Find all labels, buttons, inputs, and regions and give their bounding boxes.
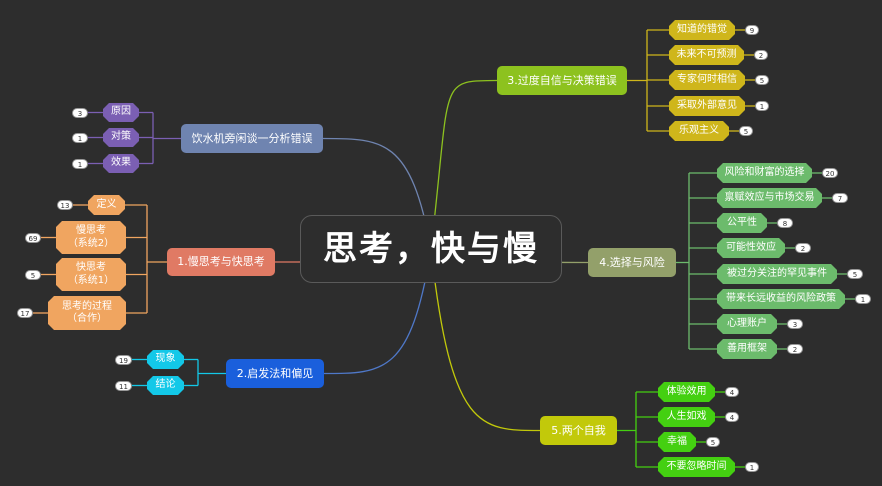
count-badge: 69: [25, 232, 41, 243]
count-badge: 4: [725, 387, 739, 397]
count-badge: 2: [754, 50, 768, 60]
count-badge: 5: [739, 126, 753, 136]
count-badge: 1: [745, 462, 759, 472]
count-badge: 2: [795, 243, 811, 253]
subtopic[interactable]: 可能性效应: [717, 238, 785, 258]
subtopic[interactable]: 定义: [88, 195, 125, 215]
count-badge: 19: [115, 354, 132, 365]
central-topic[interactable]: 思考，快与慢: [300, 215, 562, 283]
branch-connector: [430, 79, 498, 250]
count-badge: 7: [832, 193, 848, 203]
branch-topic[interactable]: 5.两个自我: [540, 416, 617, 445]
subtopic[interactable]: 心理账户: [717, 314, 777, 334]
count-badge: 3: [72, 107, 88, 118]
subtopic[interactable]: 被过分关注的罕见事件: [717, 264, 837, 284]
branch-topic[interactable]: 饮水机旁闲谈一分析错误: [181, 124, 323, 153]
branch-topic[interactable]: 4.选择与风险: [588, 248, 676, 277]
subtopic[interactable]: 专家何时相信: [669, 70, 745, 90]
count-badge: 3: [787, 319, 803, 329]
subtopic[interactable]: 体验效用: [658, 382, 715, 402]
branch-topic[interactable]: 2.启发法和偏见: [226, 359, 324, 388]
count-badge: 2: [787, 344, 803, 354]
count-badge: 1: [72, 158, 88, 169]
count-badge: 1: [72, 132, 88, 143]
subtopic[interactable]: 未来不可预测: [669, 45, 744, 65]
count-badge: 9: [745, 25, 759, 35]
branch-connector: [430, 248, 541, 432]
count-badge: 5: [847, 269, 863, 279]
count-badge: 17: [17, 308, 33, 318]
subtopic[interactable]: 对策: [103, 128, 139, 147]
subtopic[interactable]: 风险和财富的选择: [717, 163, 812, 183]
count-badge: 4: [725, 412, 739, 422]
count-badge: 13: [57, 200, 73, 210]
subtopic[interactable]: 人生如戏: [658, 407, 715, 427]
subtopic[interactable]: 原因: [103, 103, 139, 122]
subtopic[interactable]: 不要忽略时间: [658, 457, 735, 477]
subtopic[interactable]: 带来长远收益的风险政策: [717, 289, 845, 309]
subtopic[interactable]: 现象: [147, 350, 184, 369]
count-badge: 5: [706, 437, 720, 447]
count-badge: 11: [115, 380, 132, 391]
subtopic[interactable]: 禀赋效应与市场交易: [717, 188, 822, 208]
subtopic[interactable]: 幸福: [658, 432, 696, 452]
subtopic[interactable]: 公平性: [717, 213, 767, 233]
branch-connector: [322, 137, 432, 250]
subtopic[interactable]: 结论: [147, 376, 184, 395]
count-badge: 8: [777, 218, 793, 228]
subtopic[interactable]: 乐观主义: [669, 121, 729, 141]
branch-connector: [323, 248, 432, 375]
subtopic[interactable]: 效果: [103, 154, 139, 173]
subtopic[interactable]: 善用框架: [717, 339, 777, 359]
count-badge: 1: [755, 101, 769, 111]
count-badge: 5: [755, 75, 769, 85]
subtopic[interactable]: 慢思考 （系统2）: [56, 221, 126, 254]
subtopic[interactable]: 快思考 （系统1）: [56, 258, 126, 291]
branch-topic[interactable]: 3.过度自信与决策错误: [497, 66, 627, 95]
count-badge: 1: [855, 294, 871, 304]
subtopic[interactable]: 知道的错觉: [669, 20, 735, 40]
branch-topic[interactable]: 1.慢思考与快思考: [167, 248, 275, 276]
subtopic[interactable]: 思考的过程 （合作）: [48, 296, 126, 330]
count-badge: 20: [822, 168, 838, 178]
subtopic[interactable]: 采取外部意见: [669, 96, 745, 116]
count-badge: 5: [25, 269, 41, 280]
